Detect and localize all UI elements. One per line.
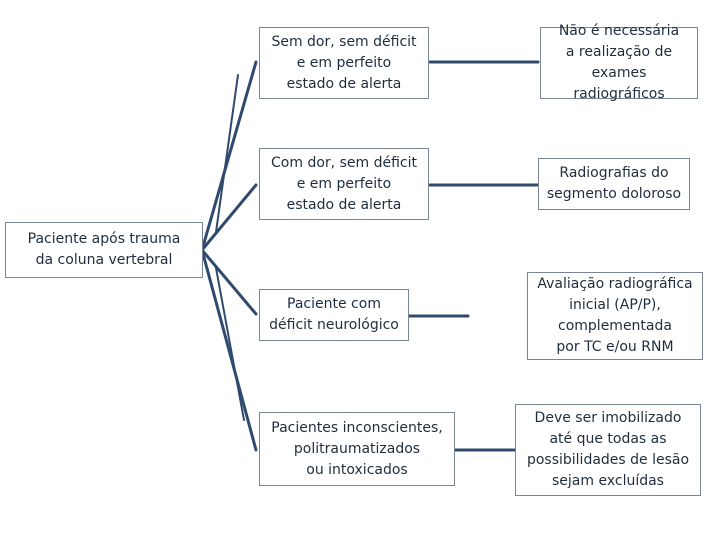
guide-line-lower <box>215 267 245 421</box>
condition-box-unconscious: Pacientes inconscientes, politraumatizad… <box>259 412 455 486</box>
connector-root-to-condition-1 <box>200 60 258 252</box>
action-box-no-exams: Não é necessária a realização de exames … <box>540 23 698 102</box>
condition-label: Sem dor, sem déficit e em perfeito estad… <box>271 33 417 92</box>
root-label: Paciente após trauma da coluna vertebral <box>27 231 181 268</box>
action-label: Deve ser imobilizado até que todas as po… <box>526 410 690 489</box>
guide-line-upper <box>215 74 239 233</box>
action-box-radiographs: Radiografias do segmento doloroso <box>538 158 690 210</box>
action-label: Não é necessária a realização de exames … <box>558 23 680 102</box>
connector-root-to-condition-3 <box>200 248 258 316</box>
action-label: Radiografias do segmento doloroso <box>546 165 682 202</box>
condition-box-no-pain: Sem dor, sem déficit e em perfeito estad… <box>259 27 429 99</box>
connector-root-to-condition-2 <box>200 183 258 252</box>
action-box-initial-evaluation: Avaliação radiográfica inicial (AP/P), c… <box>527 272 703 360</box>
condition-box-pain: Com dor, sem déficit e em perfeito estad… <box>259 148 429 220</box>
action-label: Avaliação radiográfica inicial (AP/P), c… <box>537 276 693 355</box>
condition-label: Paciente com déficit neurológico <box>269 296 399 333</box>
root-box: Paciente após trauma da coluna vertebral <box>5 222 203 278</box>
connector-root-to-condition-4 <box>200 248 258 452</box>
action-box-immobilize: Deve ser imobilizado até que todas as po… <box>515 404 701 496</box>
condition-label: Pacientes inconscientes, politraumatizad… <box>271 419 443 478</box>
condition-box-neuro-deficit: Paciente com déficit neurológico <box>259 289 409 341</box>
condition-label: Com dor, sem déficit e em perfeito estad… <box>271 154 417 213</box>
